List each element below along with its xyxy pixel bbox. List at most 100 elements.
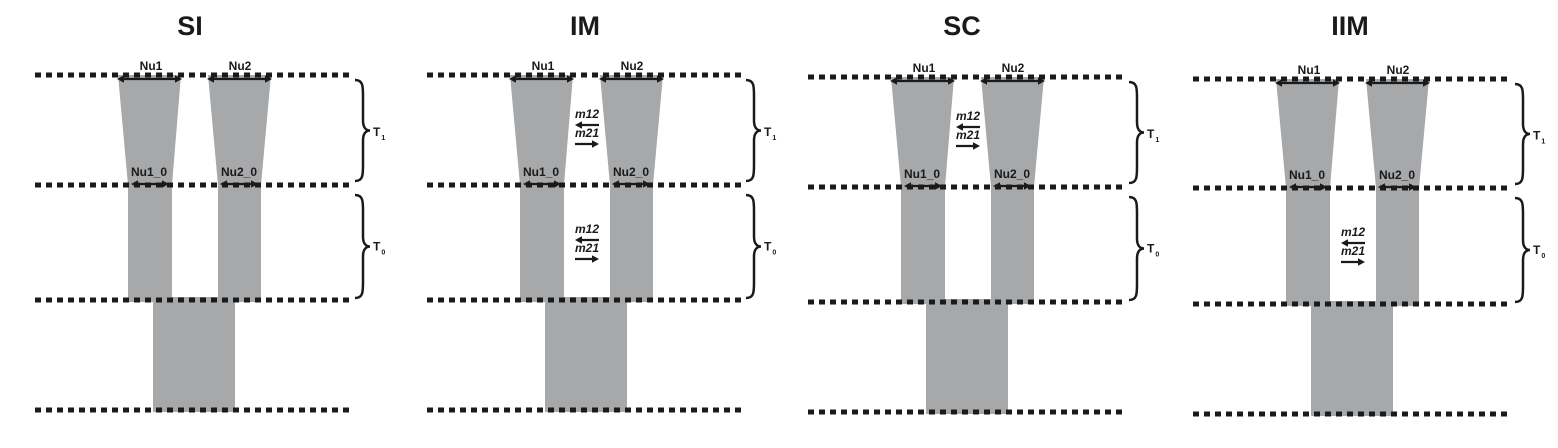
arrow-head-left — [1378, 183, 1385, 191]
migration-arrow-1to2 — [575, 121, 599, 129]
ancestral-population — [1311, 301, 1393, 416]
migration-arrow-1to2 — [575, 236, 599, 244]
pop1-old — [520, 185, 564, 302]
arrow-head — [575, 121, 582, 129]
arrow-head-right — [643, 180, 650, 188]
nu2-0-arrow — [612, 180, 650, 188]
pop2-old — [610, 185, 653, 302]
migration-arrow-2to1 — [575, 140, 599, 148]
migration-label-m12: m12 — [1341, 225, 1365, 239]
arrow-head — [592, 140, 599, 148]
brace-t0 — [1514, 196, 1531, 304]
arrow-head — [973, 142, 980, 150]
brace-t1 — [354, 78, 371, 183]
nu2-0-label: Nu2_0 — [613, 165, 649, 179]
arrow-head-left — [980, 77, 987, 85]
t0-label: T0 — [1533, 243, 1545, 260]
arrow-head-left — [890, 77, 897, 85]
nu2-0-arrow — [1378, 183, 1416, 191]
pop1-old — [1286, 188, 1330, 306]
arrow-head — [1358, 258, 1365, 266]
arrow-head-right — [1409, 183, 1416, 191]
nu2-label: Nu2 — [1387, 63, 1410, 77]
arrow-head-right — [1333, 79, 1340, 87]
nu1-0-label: Nu1_0 — [523, 165, 559, 179]
t1-label: T1 — [373, 125, 385, 142]
arrow-head-left — [131, 180, 138, 188]
nu1-arrow — [117, 75, 182, 83]
nu2-arrow — [207, 75, 272, 83]
ancestral-population — [153, 297, 235, 412]
brace-t1 — [1514, 82, 1531, 186]
nu1-arrow — [509, 75, 574, 83]
t1-label: T1 — [764, 125, 776, 142]
nu1-0-label: Nu1_0 — [131, 165, 167, 179]
nu1-arrow — [1275, 79, 1340, 87]
time-lines — [35, 72, 352, 413]
brace-t1 — [1128, 80, 1145, 185]
brace-t0 — [354, 193, 371, 300]
brace-t0 — [1128, 195, 1145, 302]
pop1-recent — [1276, 79, 1339, 188]
arrow-head-right — [1024, 182, 1031, 190]
pop1-recent — [510, 75, 573, 185]
nu2-label: Nu2 — [621, 59, 644, 73]
nu2-arrow — [980, 77, 1045, 85]
t0-label: T0 — [1147, 242, 1159, 259]
arrow-head-left — [523, 180, 530, 188]
pop2-recent — [600, 75, 663, 185]
pop1-old — [901, 187, 945, 304]
nu2-0-arrow — [993, 182, 1031, 190]
nu1-0-arrow — [904, 182, 942, 190]
arrow-head — [956, 123, 963, 131]
nu2-label: Nu2 — [1002, 61, 1025, 75]
arrow-head-right — [162, 180, 169, 188]
arrow-head-left — [904, 182, 911, 190]
migration-arrow-2to1 — [575, 255, 599, 263]
brace-t1 — [745, 78, 762, 183]
migration-label-m21: m21 — [1341, 244, 1365, 258]
pop2-recent — [208, 75, 271, 185]
panel-title: IM — [570, 11, 600, 41]
arrow-head-left — [612, 180, 619, 188]
arrow-head-left — [1365, 79, 1372, 87]
pop2-recent — [981, 77, 1044, 187]
nu1-label: Nu1 — [532, 59, 555, 73]
arrow-head-left — [509, 75, 516, 83]
panel-title: IIM — [1331, 11, 1369, 41]
time-lines — [1193, 76, 1512, 417]
nu1-0-arrow — [523, 180, 561, 188]
nu2-0-arrow — [220, 180, 258, 188]
brace-t0 — [745, 193, 762, 300]
t1-label: T1 — [1533, 129, 1545, 146]
nu2-0-label: Nu2_0 — [1379, 168, 1415, 182]
migration-label-m21: m21 — [575, 126, 599, 140]
arrow-head-right — [935, 182, 942, 190]
ancestral-population — [926, 299, 1008, 414]
nu2-0-label: Nu2_0 — [994, 167, 1030, 181]
t1-label: T1 — [1147, 127, 1159, 144]
nu2-arrow — [1365, 79, 1430, 87]
pop2-old — [218, 185, 261, 302]
migration-arrow-2to1 — [1341, 258, 1365, 266]
migration-label-m12: m12 — [575, 222, 599, 236]
nu1-0-arrow — [1289, 183, 1327, 191]
arrow-head-left — [207, 75, 214, 83]
nu1-label: Nu1 — [913, 61, 936, 75]
arrow-head-right — [1423, 79, 1430, 87]
nu1-label: Nu1 — [140, 59, 163, 73]
arrow-head-left — [1275, 79, 1282, 87]
arrow-head — [575, 236, 582, 244]
